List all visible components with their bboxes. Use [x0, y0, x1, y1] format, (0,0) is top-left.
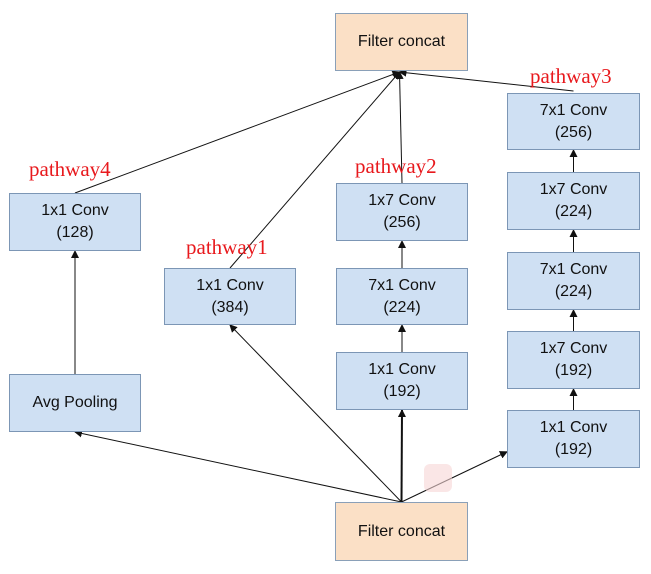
node-filters: (192)	[554, 441, 593, 458]
node-filters: (192)	[554, 362, 593, 379]
node-op: Avg Pooling	[32, 394, 118, 411]
node-op: 1x7 Conv	[539, 181, 608, 198]
node-filters: (224)	[383, 298, 421, 316]
node-op: 7x1 Conv	[368, 276, 436, 294]
node-op: 1x1 Conv	[41, 202, 109, 219]
pathway2-7x1-conv-224: 7x1 Conv (224)	[336, 268, 468, 325]
pathway3-1x7-conv-224: 1x7 Conv (224)	[507, 172, 640, 230]
pathway2-1x1-conv-192: 1x1 Conv (192)	[336, 352, 468, 410]
node-op: 7x1 Conv	[539, 261, 608, 278]
node-filters: (192)	[383, 383, 421, 400]
edge-filter_concat_bottom-to-p3_conv_e	[401, 451, 508, 503]
node-filters: (128)	[56, 224, 94, 241]
node-op: 1x1 Conv	[196, 276, 264, 294]
edge-filter_concat_bottom-to-p1_conv	[229, 324, 402, 503]
edge-p4_conv-to-filter_concat_top	[74, 70, 401, 194]
node-op: 7x1 Conv	[539, 101, 608, 119]
node-filters: (256)	[383, 214, 421, 231]
pathway4-1x1-conv: 1x1 Conv (128)	[9, 193, 141, 251]
node-op: 1x1 Conv	[368, 361, 436, 378]
node-filters: (224)	[554, 283, 593, 300]
edge-p2_conv_a-to-filter_concat_top	[395, 71, 404, 184]
node-op: 1x1 Conv	[539, 419, 608, 436]
pathway3-label: pathway3	[530, 64, 612, 88]
zoom-watermark-icon	[424, 464, 452, 492]
node-filters: (256)	[554, 123, 593, 141]
node-op: 1x7 Conv	[539, 340, 608, 357]
pathway1-1x1-conv: 1x1 Conv (384)	[164, 268, 296, 325]
pathway4-avg-pooling: Avg Pooling	[9, 374, 141, 432]
pathway2-label: pathway2	[355, 154, 437, 178]
edge-filter_concat_bottom-to-p4_pool	[74, 429, 402, 503]
edge-p1_conv-to-filter_concat_top	[229, 71, 401, 269]
node-filters: (384)	[211, 298, 249, 316]
pathway4-label: pathway4	[29, 157, 111, 181]
node-filters: (224)	[554, 203, 593, 220]
filter-concat-top-label: Filter concat	[357, 33, 446, 50]
node-op: 1x7 Conv	[368, 192, 436, 209]
filter-concat-bottom-label: Filter concat	[357, 522, 446, 540]
pathway2-1x7-conv-256: 1x7 Conv (256)	[336, 183, 468, 241]
edge-p3_conv_a-to-filter_concat_top	[398, 68, 574, 92]
filter-concat-bottom: Filter concat	[335, 502, 468, 561]
edge-filter_concat_bottom-to-p2_conv_c	[397, 409, 406, 503]
pathway3-1x7-conv-192: 1x7 Conv (192)	[507, 331, 640, 389]
pathway3-7x1-conv-224: 7x1 Conv (224)	[507, 252, 640, 310]
pathway3-1x1-conv-192: 1x1 Conv (192)	[507, 410, 640, 468]
pathway1-label: pathway1	[186, 235, 268, 259]
filter-concat-top: Filter concat	[335, 13, 468, 71]
pathway3-7x1-conv-256: 7x1 Conv (256)	[507, 93, 640, 150]
